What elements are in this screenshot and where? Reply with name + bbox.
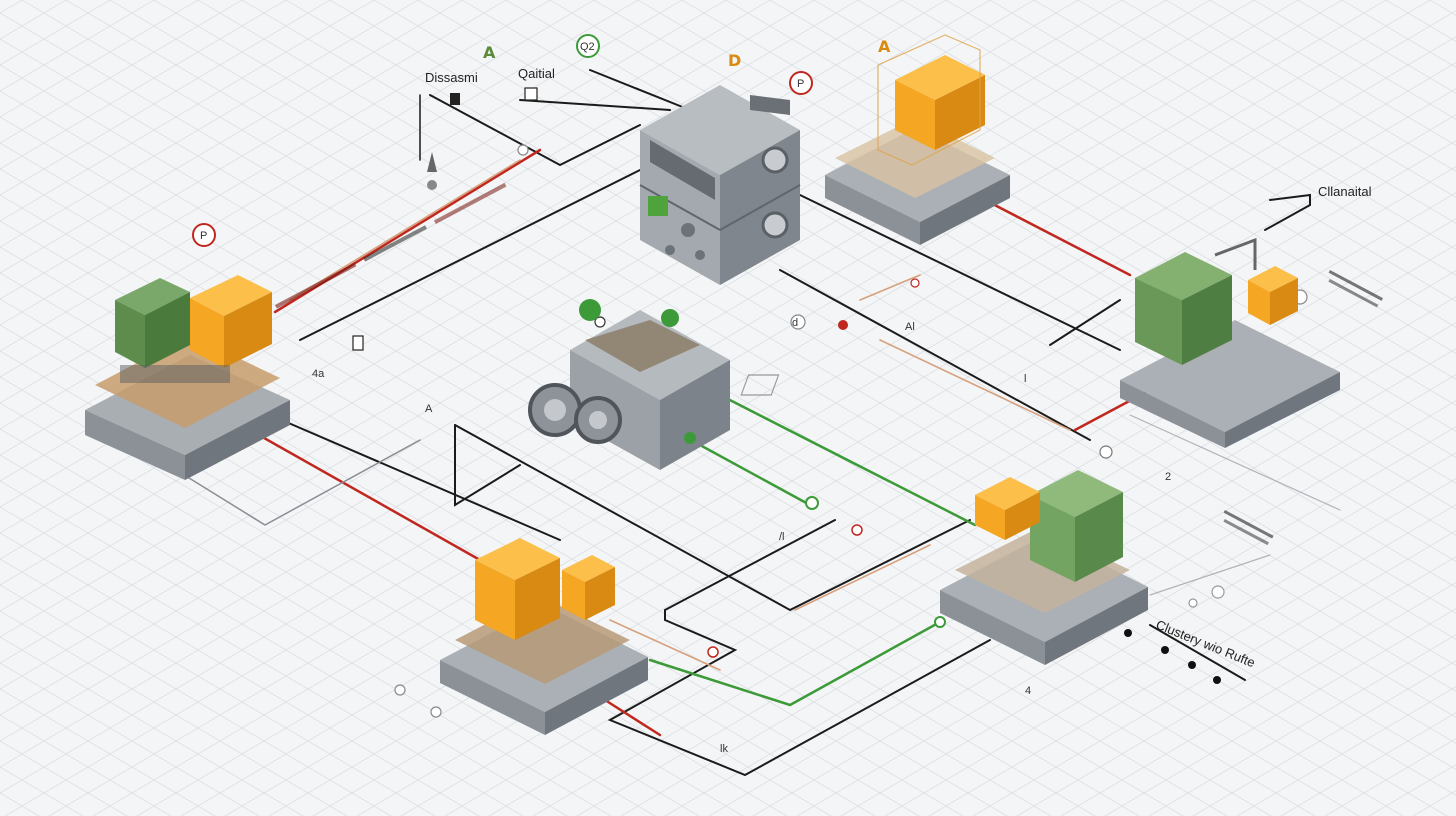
label-top-left-2: Qaitial [518, 66, 555, 81]
wire-black-5 [779, 269, 1091, 441]
glyph-mark: /l [779, 531, 785, 543]
circle-marker-icon [1213, 676, 1221, 684]
circle-marker-icon [1211, 585, 1225, 599]
junction-box-icon [352, 335, 364, 351]
wire-black-6 [799, 194, 1121, 351]
glyph-mark: A [425, 403, 433, 415]
wire-black-11 [607, 609, 991, 777]
junction-box-icon [740, 374, 780, 396]
circle-marker-icon [1188, 598, 1198, 608]
label-top-left-1: Dissasmi [425, 70, 478, 85]
wire-black-10 [454, 424, 971, 612]
circle-marker-icon [805, 496, 819, 510]
arrow-marker-icon [427, 152, 437, 172]
small-annotations [275, 182, 1383, 546]
annotation-row [1223, 509, 1274, 546]
annotation-row [275, 182, 507, 309]
glyph-mark: 4 [1025, 685, 1031, 697]
wire-black-14 [1264, 193, 1311, 231]
status-panel [648, 196, 668, 216]
wire-green-2 [698, 443, 812, 507]
circle-marker-icon [517, 144, 529, 156]
circle-marker-icon [594, 316, 606, 328]
circle-marker-icon [910, 278, 920, 288]
wire-black-7 [1049, 299, 1121, 346]
wire-red-5 [603, 698, 662, 737]
junction-box-icon [524, 87, 538, 101]
circle-marker-icon [394, 684, 406, 696]
wire-tan-4 [794, 544, 931, 611]
wire-tan-3 [609, 619, 721, 671]
circle-marker-icon [790, 314, 806, 330]
badge-p-top: P [797, 78, 804, 90]
wire-grey-1 [159, 439, 421, 526]
wire-green-1 [718, 393, 977, 527]
glyph-mark: 4a [312, 368, 325, 380]
glyph-mark: l [1024, 373, 1026, 385]
wire-black-12 [664, 519, 836, 611]
label-top-left-letter: A [483, 43, 496, 62]
wires [159, 69, 1341, 777]
left-machine [85, 275, 290, 480]
glyph-mark: d [792, 317, 798, 329]
wire-black-1 [299, 169, 641, 341]
control-cabinet [639, 85, 801, 285]
circle-marker-icon [934, 616, 946, 628]
circle-marker-icon [430, 706, 442, 718]
wire-red-3 [983, 198, 1132, 277]
circle-marker-icon [1188, 661, 1196, 669]
wire-grey-3 [1149, 554, 1271, 596]
circle-marker-icon [707, 646, 719, 658]
wire-black-8 [269, 414, 561, 541]
glyph-mark: 2 [1165, 471, 1171, 483]
glyph-mark: Al [905, 321, 915, 333]
wire-black-3 [519, 99, 671, 111]
motor-unit [528, 299, 730, 470]
wire-tan-2 [879, 339, 1071, 431]
badge-p-left: P [200, 230, 207, 242]
glyph-mark: lk [720, 743, 728, 755]
bottom-right-machine [940, 470, 1148, 665]
wire-black-2 [429, 94, 641, 167]
circle-marker-icon [838, 320, 848, 330]
label-right-top: Cllanaital [1318, 184, 1372, 199]
wire-black-13 [1149, 624, 1246, 681]
wire-markers: 4a A Al l 2 /l lk 4 d [312, 87, 1308, 755]
label-d: D [728, 51, 741, 70]
badge-p-left-icon [192, 223, 216, 247]
wire-grey-2 [1129, 414, 1341, 511]
circle-marker-icon [1124, 629, 1132, 637]
badge-q2: Q2 [580, 41, 595, 53]
circle-marker-icon [1161, 646, 1169, 654]
badge-q2-icon [576, 34, 600, 58]
wire-black-9 [454, 424, 521, 507]
bottom-machine [440, 538, 648, 735]
circle-marker-icon [427, 180, 437, 190]
right-machine [1120, 237, 1340, 448]
badge-p-top-icon [789, 71, 813, 95]
wire-green-3 [648, 620, 942, 707]
wire-red-2 [248, 428, 482, 562]
wire-black-4 [589, 69, 691, 111]
annotation-row [1328, 270, 1383, 308]
circle-marker-icon [851, 524, 863, 536]
junction-box-icon [450, 93, 460, 105]
label-a: A [878, 37, 891, 56]
wire-tan-5 [859, 274, 921, 301]
circle-marker-icon [1099, 445, 1113, 459]
top-right-machine [825, 34, 1010, 245]
